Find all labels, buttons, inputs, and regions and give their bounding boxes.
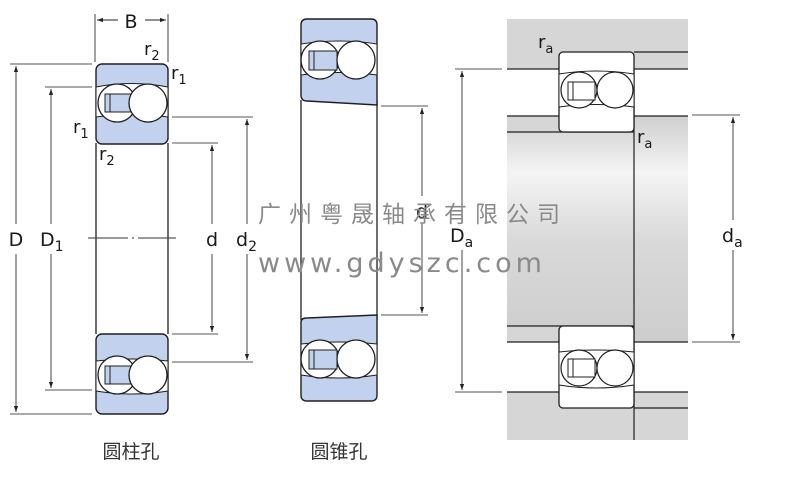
dimension-d-tapered: d <box>381 105 428 316</box>
cage <box>567 81 596 101</box>
watermark-url: www.gdyszc.com <box>258 248 546 279</box>
shaft-shoulder-top <box>507 116 559 132</box>
label-D: D <box>9 229 24 251</box>
ball-right <box>128 83 168 123</box>
ball-right <box>336 339 376 379</box>
watermark: 广州粤晟轴承有限公司 www.gdyszc.com <box>258 202 568 279</box>
label-B: B <box>124 11 137 33</box>
dimension-da: da <box>692 114 743 343</box>
label-r1-top: r1 <box>171 63 187 88</box>
label-ra-bottom: ra <box>637 127 652 152</box>
caption-tapered-bore: 圆锥孔 <box>310 441 367 463</box>
label-r1-bottom: r1 <box>73 117 89 142</box>
label-d-tapered: d <box>416 201 428 223</box>
ball-right <box>596 349 634 387</box>
label-ra-top: ra <box>538 32 553 57</box>
label-r2-bottom: r2 <box>99 144 115 169</box>
label-d2: d2 <box>236 229 257 255</box>
cage <box>308 50 338 71</box>
dimension-B: B <box>94 11 169 62</box>
cylindrical-bore-bearing: B r2 r1 r1 r2 D D1 d <box>9 11 257 463</box>
dimension-d: d <box>172 142 218 335</box>
cage <box>567 358 596 378</box>
shaft-shoulder-bottom <box>507 326 559 342</box>
dimension-D1: D1 <box>40 86 92 391</box>
label-Da: Da <box>450 225 473 251</box>
tapered-bore-bearing: d 圆锥孔 <box>300 18 428 463</box>
caption-cylindrical-bore: 圆柱孔 <box>102 441 159 463</box>
dimension-D: D <box>9 63 92 415</box>
label-r2-top: r2 <box>144 39 160 64</box>
mounted-bearing-top <box>558 51 635 133</box>
ball-right <box>128 355 168 395</box>
bearing-section-bottom <box>300 314 378 402</box>
bearing-section-top <box>95 63 169 145</box>
ball-right <box>596 71 634 109</box>
bearing-section-bottom <box>95 333 169 415</box>
dimension-Da: Da <box>450 68 502 393</box>
watermark-company: 广州粤晟轴承有限公司 <box>258 202 568 228</box>
label-d: d <box>206 229 218 251</box>
dimension-d2: d2 <box>172 116 257 363</box>
bearing-section-top <box>300 18 378 106</box>
mounted-bearing-bottom <box>558 325 635 409</box>
label-da: da <box>722 225 743 251</box>
cage <box>308 349 338 370</box>
label-D1: D1 <box>40 229 64 255</box>
shaft <box>507 116 688 342</box>
ball-right <box>336 40 376 80</box>
mounting-diagram: ra ra Da da <box>450 19 743 440</box>
